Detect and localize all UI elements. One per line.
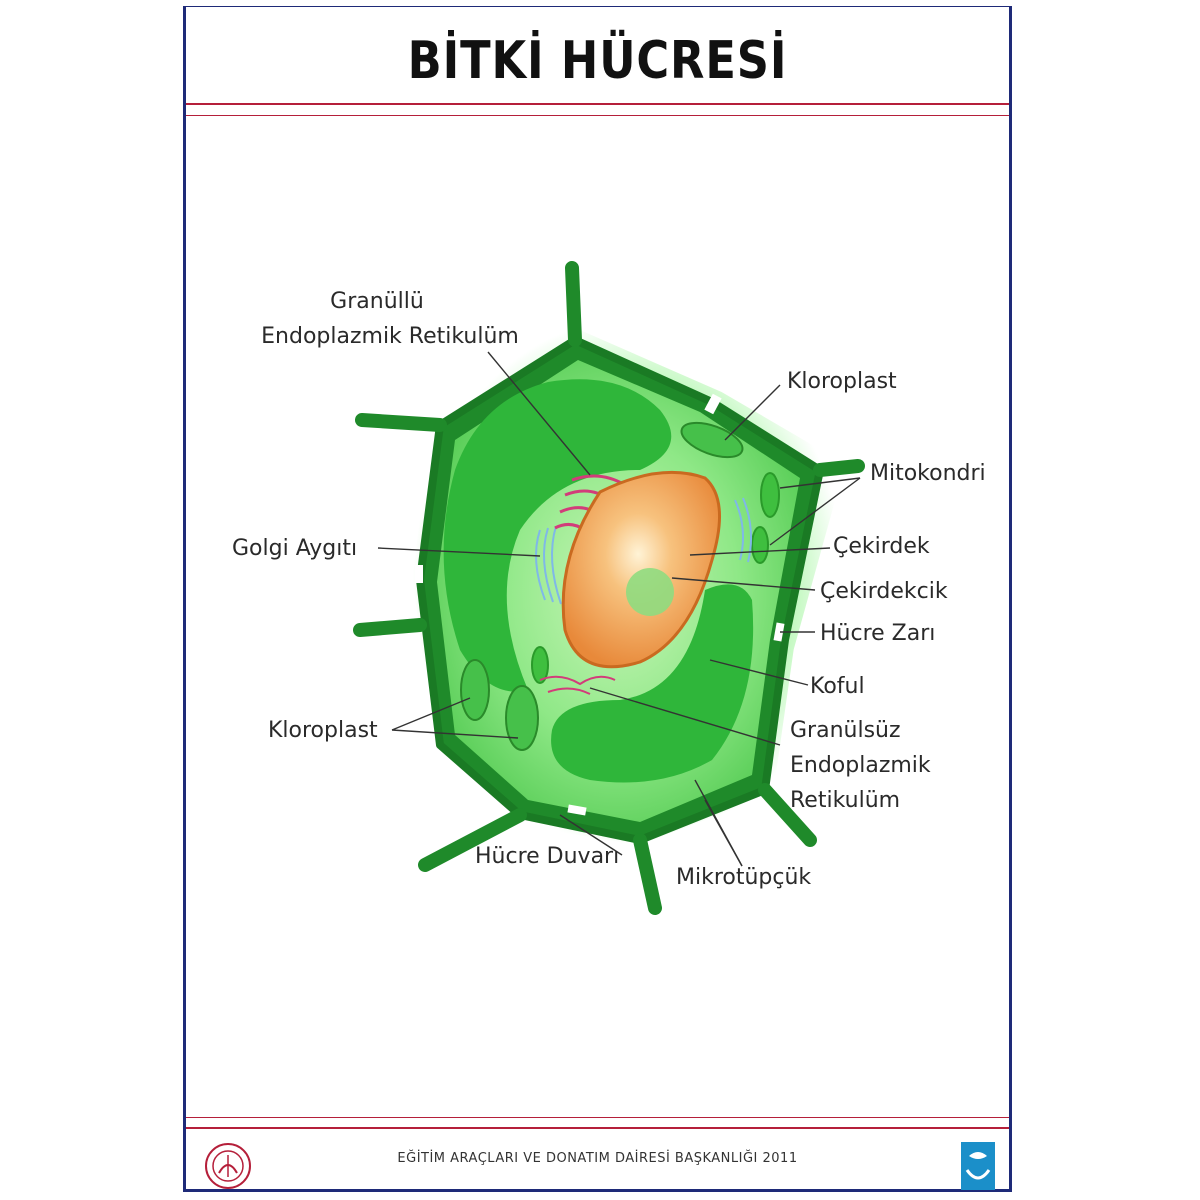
nucleolus xyxy=(626,568,674,616)
label-granulsuz-line3: Retikulüm xyxy=(790,788,900,813)
label-kloroplast-right: Kloroplast xyxy=(787,369,897,394)
vacuole-lower xyxy=(551,584,754,783)
cell-wall-extensions xyxy=(353,261,865,915)
mitochondria xyxy=(531,472,780,684)
label-cekirdekcik: Çekirdekcik xyxy=(820,579,948,604)
wall-gaps xyxy=(415,393,785,816)
label-mikrotupcuk: Mikrotüpçük xyxy=(676,865,811,890)
vacuole xyxy=(443,379,672,692)
label-kloroplast-left: Kloroplast xyxy=(268,718,378,743)
label-granullu-line2: Endoplazmik Retikulüm xyxy=(261,324,519,349)
golgi-apparatus xyxy=(535,497,752,605)
poster-title: BİTKİ HÜCRESİ xyxy=(407,31,788,91)
publisher-logo-icon xyxy=(961,1142,995,1190)
title-rule-top xyxy=(186,103,1009,105)
label-mitokondri: Mitokondri xyxy=(870,461,986,486)
label-granullu-line1: Granüllü xyxy=(330,289,424,314)
label-hucre-duvari: Hücre Duvarı xyxy=(475,844,619,869)
label-hucre-zari: Hücre Zarı xyxy=(820,621,935,646)
label-golgi: Golgi Aygıtı xyxy=(232,536,357,561)
footer-rule-top xyxy=(186,1117,1009,1118)
label-granulsuz-line2: Endoplazmik xyxy=(790,753,931,778)
title-rule-bottom xyxy=(186,115,1009,116)
smooth-er xyxy=(539,675,616,695)
nucleus xyxy=(561,470,722,669)
label-cekirdek: Çekirdek xyxy=(833,534,930,559)
leader-lines xyxy=(377,351,861,867)
footer-rule-bottom xyxy=(186,1127,1009,1129)
ministry-emblem-icon xyxy=(205,1143,251,1189)
chloroplasts xyxy=(460,421,744,751)
poster-frame: BİTKİ HÜCRESİ EĞİTİM ARAÇLARI VE DONATIM… xyxy=(183,6,1012,1192)
footer-text: EĞİTİM ARAÇLARI VE DONATIM DAİRESİ BAŞKA… xyxy=(397,1151,798,1166)
label-koful: Koful xyxy=(810,674,865,699)
label-granulsuz-line1: Granülsüz xyxy=(790,718,901,743)
